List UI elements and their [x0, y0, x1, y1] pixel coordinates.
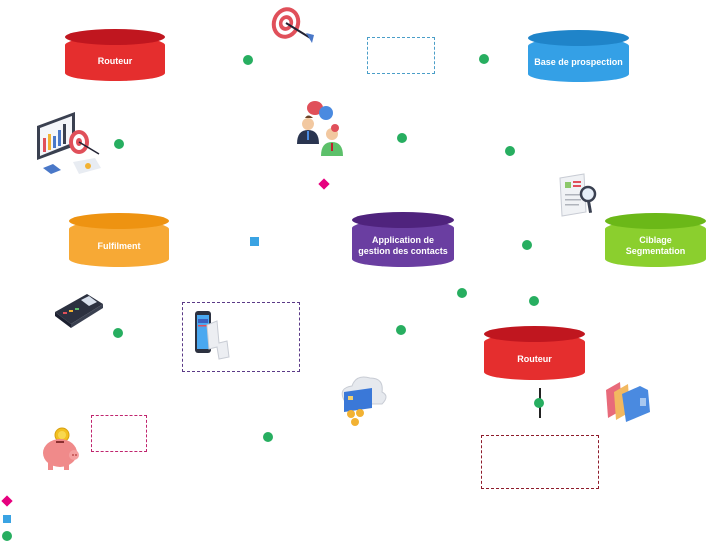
connector-dot[interactable]	[522, 240, 532, 250]
legend-square-icon	[3, 515, 11, 523]
node-routeur-top[interactable]: Routeur	[65, 29, 165, 81]
node-base-prospection[interactable]: Base de prospection	[528, 30, 629, 82]
connector-dot[interactable]	[529, 296, 539, 306]
node-ciblage[interactable]: Ciblage Segmentation	[605, 213, 706, 267]
node-label: Routeur	[97, 55, 133, 66]
node-label: Fulfilment	[97, 240, 141, 251]
legend-circle-icon	[2, 531, 12, 541]
document-search-icon	[556, 172, 600, 226]
connector-dot[interactable]	[396, 325, 406, 335]
target-arrow-icon	[268, 3, 318, 45]
diamond-marker[interactable]	[318, 178, 330, 190]
placeholder-box[interactable]	[91, 415, 147, 452]
placeholder-box[interactable]	[182, 302, 300, 372]
node-label: Application de gestion des contacts	[358, 234, 448, 256]
connector-dot[interactable]	[397, 133, 407, 143]
node-label: Ciblage Segmentation	[625, 235, 686, 256]
connector-dot[interactable]	[457, 288, 467, 298]
node-routeur-bottom[interactable]: Routeur	[484, 326, 585, 380]
connector-dot[interactable]	[113, 328, 123, 338]
node-application-contacts[interactable]: Application de gestion des contacts	[352, 212, 454, 267]
square-marker[interactable]	[250, 237, 259, 246]
connector-dot[interactable]	[243, 55, 253, 65]
connector-dot[interactable]	[114, 139, 124, 149]
mobile-receipt-icon	[193, 309, 233, 361]
payment-terminal-icon	[53, 290, 105, 330]
piggy-bank-icon	[40, 425, 82, 473]
connector-dot[interactable]	[263, 432, 273, 442]
connector-dot[interactable]	[505, 146, 515, 156]
legend-diamond-icon	[1, 495, 13, 507]
node-fulfilment[interactable]: Fulfilment	[69, 213, 169, 267]
node-label: Routeur	[517, 353, 552, 364]
placeholder-box[interactable]	[481, 435, 599, 489]
connector-dot[interactable]	[479, 54, 489, 64]
cloud-payment-icon	[338, 370, 388, 430]
folders-icon	[604, 378, 652, 424]
placeholder-box[interactable]	[367, 37, 435, 74]
analytics-dashboard-icon	[33, 110, 105, 180]
people-chat-icon	[295, 98, 350, 164]
connector-dot[interactable]	[534, 398, 544, 408]
node-label: Base de prospection	[534, 56, 623, 67]
